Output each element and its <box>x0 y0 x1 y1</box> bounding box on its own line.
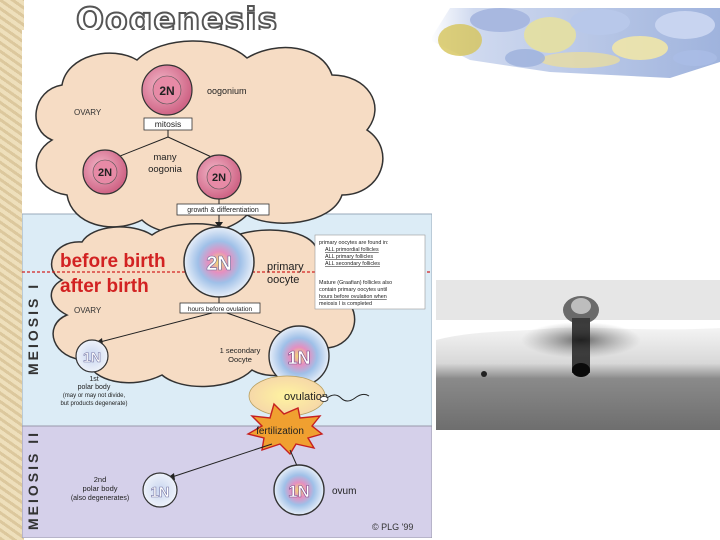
oogonium-ploidy: 2N <box>159 84 174 98</box>
secondary-oocyte-ploidy: 1N <box>287 348 310 368</box>
polar-body-2-line3: (also degenerates) <box>71 495 129 502</box>
meiosis2-region <box>22 425 432 538</box>
oocyte-label: oocyte <box>267 274 299 286</box>
primary-label: primary <box>267 261 304 273</box>
polar-body-2-cell <box>142 472 178 508</box>
meiosis1-label: MEIOSIS I <box>25 282 41 375</box>
arrow-to-polar1 <box>99 312 213 343</box>
note2-line4: meiosis I is completed <box>319 301 372 307</box>
primary-oocyte-ploidy: 2N <box>206 253 232 275</box>
polar-body-2-line1: 2nd <box>94 475 107 484</box>
hours-label: hours before ovulation <box>188 306 253 313</box>
parchment-border <box>0 0 24 540</box>
growth-label: growth & differentiation <box>187 207 259 214</box>
ovary-label-bottom: OVARY <box>74 306 102 315</box>
oogonium-label: oogonium <box>207 86 247 96</box>
polar-body-1-line4: but products degenerate) <box>60 401 127 407</box>
before-birth-label: before birth <box>60 251 166 272</box>
secondary-line1: 1 secondary <box>220 346 261 355</box>
sperm-tail <box>326 393 370 402</box>
polar-body-1-ploidy: 1N <box>83 349 101 365</box>
oogonia-ploidy-left: 2N <box>98 167 112 179</box>
fertilization-star <box>246 402 324 456</box>
ovum-ploidy: 1N <box>288 482 310 501</box>
oogenesis-diagram: before birth after birth MEIOSIS I MEIOS… <box>22 30 432 538</box>
arrow-to-secondary <box>226 312 285 334</box>
note1-line4: ALL secondary follicles <box>325 261 380 267</box>
polar-body-1-line2: polar body <box>78 384 111 391</box>
ovary-label-top: OVARY <box>74 108 102 117</box>
polar-body-1-line1: 1st <box>89 376 98 383</box>
fertilization-label: fertilization <box>256 426 304 437</box>
arrow-to-polar2 <box>171 443 273 478</box>
note2-line3: hours before ovulation when <box>319 294 387 300</box>
meiosis2-label: MEIOSIS II <box>25 430 41 530</box>
oogonia-label: oogonia <box>148 164 183 175</box>
mitosis-label: mitosis <box>155 119 181 129</box>
ovulation-label: ovulation <box>284 391 328 403</box>
arrowhead-growth <box>215 222 223 228</box>
note2-line1: Mature (Graafian) follicles also <box>319 280 392 286</box>
copyright: © PLG '99 <box>372 522 413 532</box>
growth-box <box>176 203 270 216</box>
secondary-line2: Oocyte <box>228 355 252 364</box>
notes-box <box>314 234 426 310</box>
decorative-banner <box>430 8 720 78</box>
arrow-mitosis-right <box>167 136 219 161</box>
oogonia-nucleus-left <box>92 159 118 185</box>
note2-line2: contain primary oocytes until <box>319 287 387 293</box>
polar-body-2-ploidy: 1N <box>150 484 169 501</box>
micrograph-image <box>436 270 720 430</box>
sperm-head <box>319 396 329 402</box>
oogonia-nucleus-right <box>206 164 232 190</box>
hours-box <box>179 302 261 314</box>
polar-body-2-line2: polar body <box>82 484 117 493</box>
ovary-top <box>35 40 384 236</box>
note1-line1: primary oocytes are found in: <box>319 240 389 246</box>
note1-line2: ALL primordial follicles <box>325 247 379 253</box>
many-label: many <box>153 152 176 163</box>
after-birth-label: after birth <box>60 276 149 297</box>
ovum-label: ovum <box>332 486 356 497</box>
oogonium-nucleus <box>152 75 182 105</box>
ovum-cell <box>273 464 325 516</box>
polar-body-1-cell <box>75 339 109 373</box>
polar-body-1-line3: (may or may not divide, <box>63 393 126 399</box>
oogonia-ploidy-right: 2N <box>212 172 226 184</box>
note1-line3: ALL primary follicles <box>325 254 373 260</box>
